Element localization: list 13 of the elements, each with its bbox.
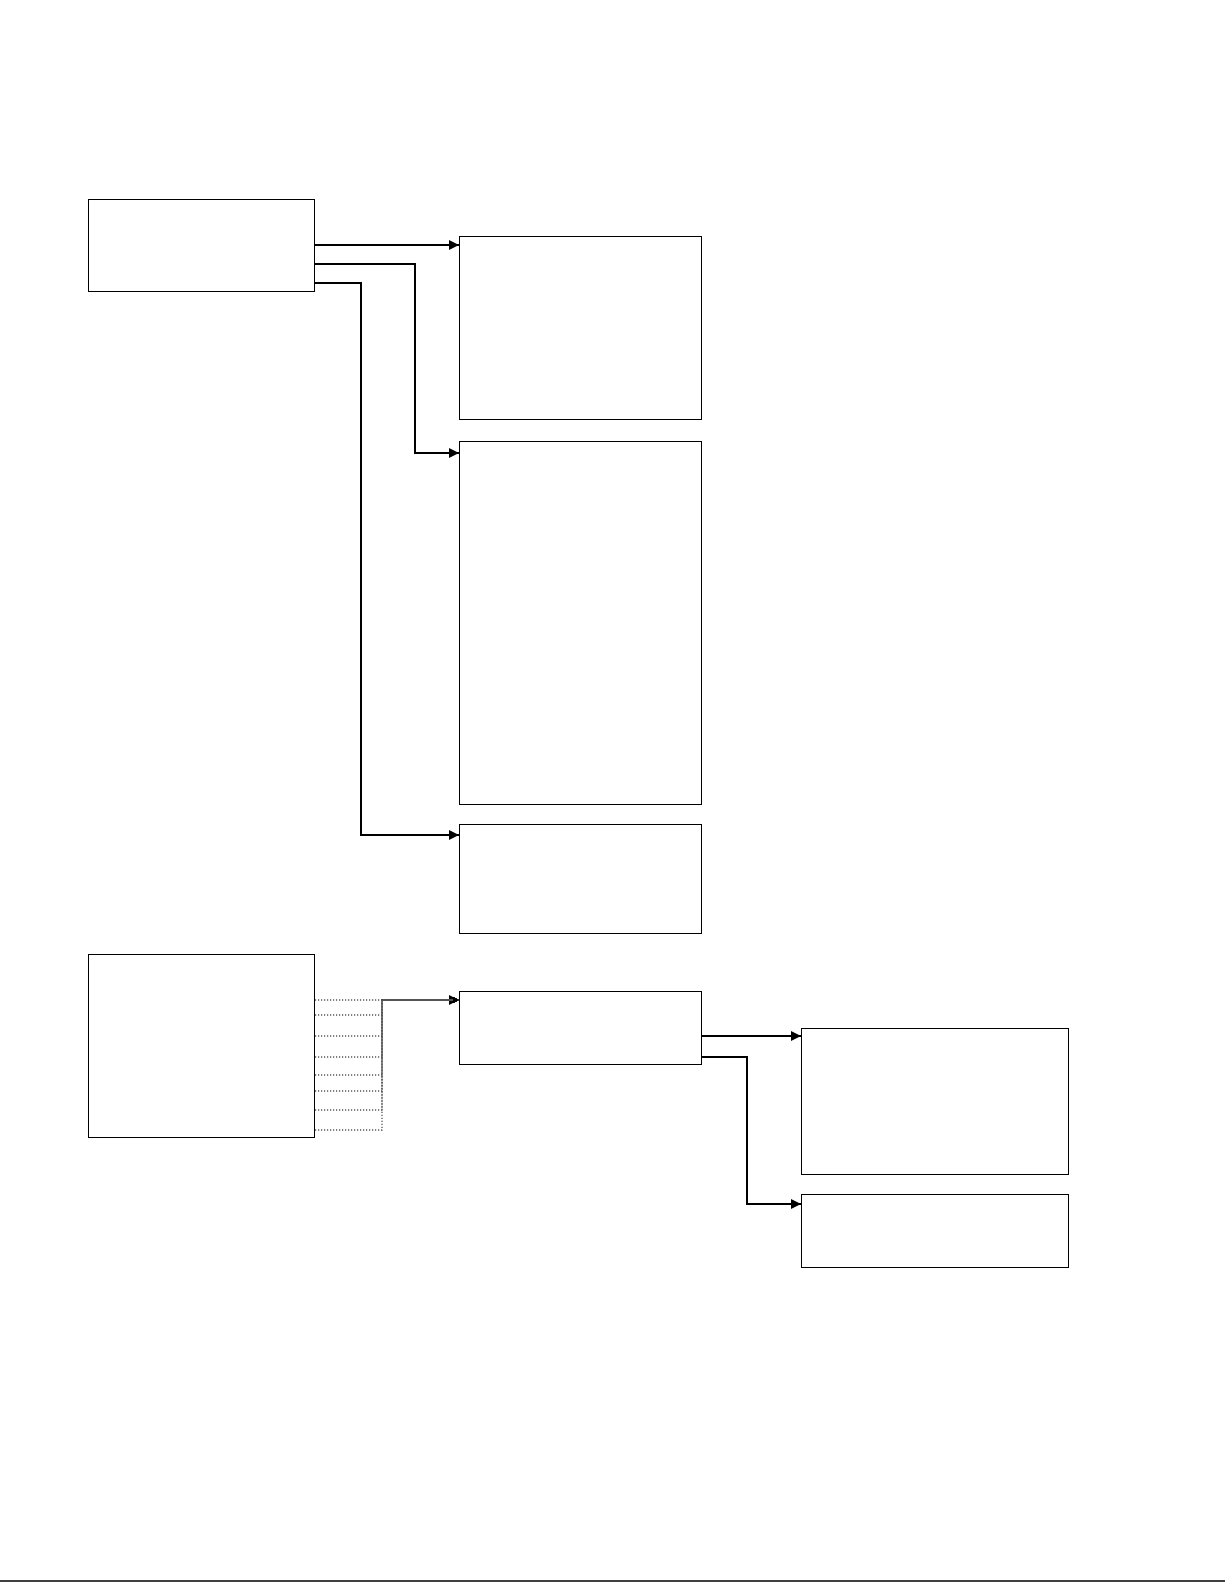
- process-box: [459, 441, 702, 805]
- arrow: [314, 240, 460, 250]
- process-box: [459, 824, 702, 934]
- process-box: [801, 1028, 1069, 1175]
- process-box: [88, 199, 315, 292]
- arrow: [314, 282, 460, 840]
- arrow: [701, 1056, 802, 1209]
- process-box: [88, 954, 315, 1138]
- process-box: [801, 1194, 1069, 1268]
- process-box: [459, 236, 702, 420]
- process-box: [459, 991, 702, 1065]
- arrow: [314, 263, 460, 458]
- arrow: [701, 1031, 802, 1041]
